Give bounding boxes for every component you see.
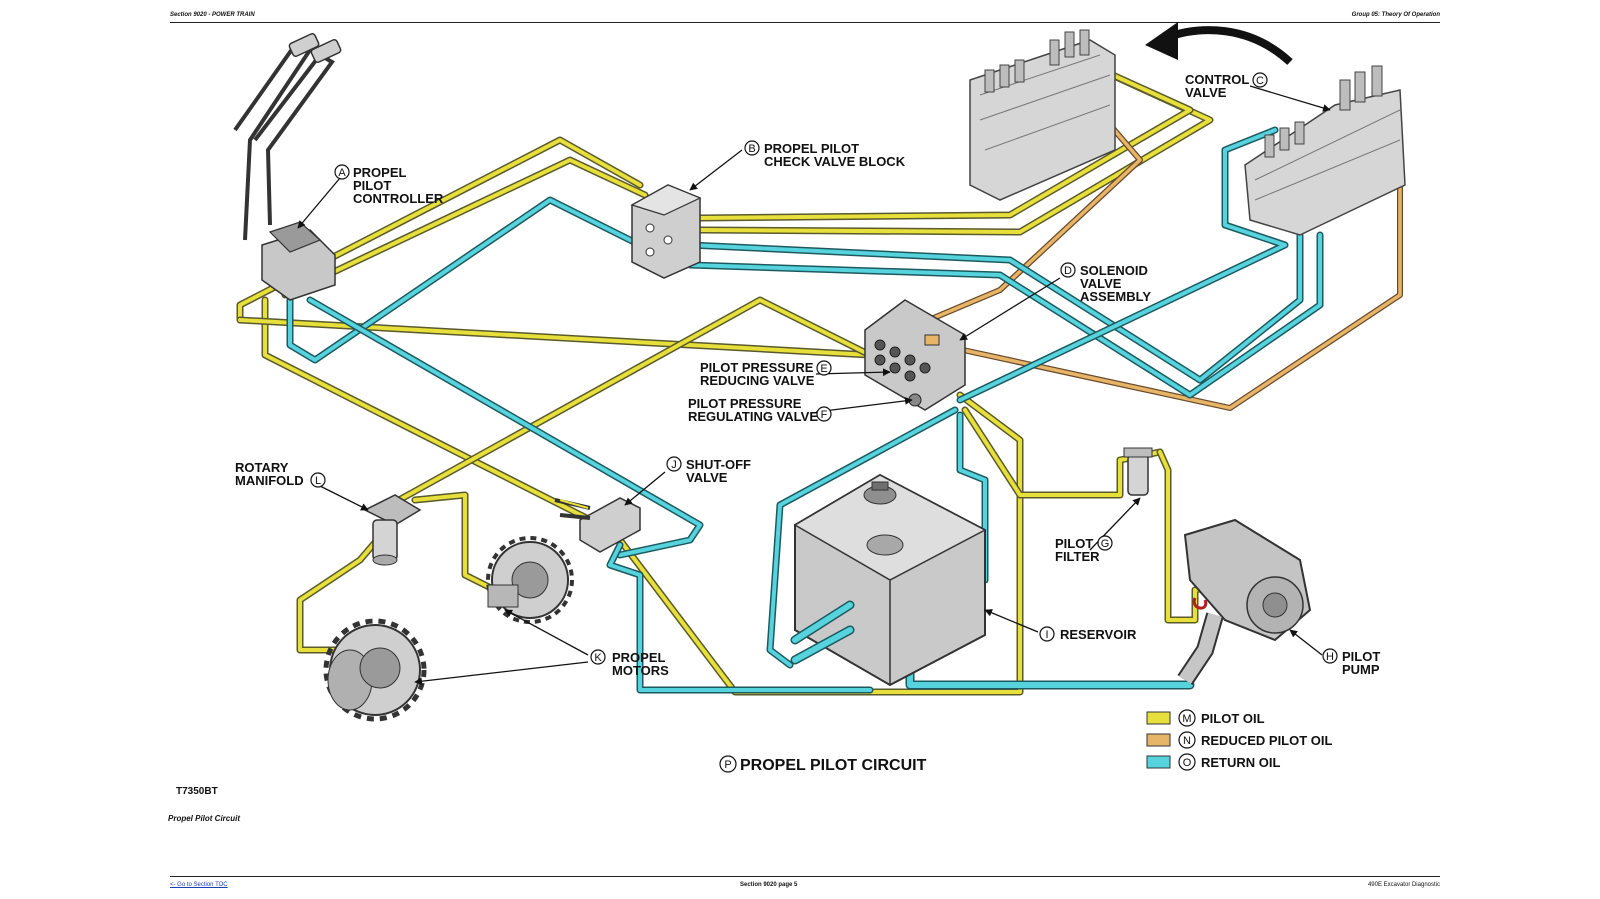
control-valve-rotation-arrow xyxy=(1163,26,1293,65)
svg-text:B: B xyxy=(748,143,755,155)
propel-motor-lower xyxy=(323,618,427,722)
svg-text:P: P xyxy=(724,759,731,771)
pilot-line xyxy=(281,156,649,299)
pilot-line xyxy=(696,54,1194,222)
svg-text:MOTORS: MOTORS xyxy=(612,663,669,678)
figure-id: T7350BT xyxy=(176,786,218,797)
svg-text:M: M xyxy=(1182,713,1191,725)
svg-text:RESERVOIR: RESERVOIR xyxy=(1060,627,1137,642)
footer-manual-title: 490E Excavator Diagnostic xyxy=(1367,882,1440,888)
svg-text:PROPEL PILOT: PROPEL PILOT xyxy=(764,141,859,156)
svg-text:PUMP: PUMP xyxy=(1342,662,1380,677)
label-A: A PROPEL PILOT CONTROLLER xyxy=(334,164,444,206)
legend-item-reduced-pilot-oil: N REDUCED PILOT OIL xyxy=(1146,731,1333,749)
svg-text:PILOT: PILOT xyxy=(1342,649,1380,664)
svg-text:REGULATING VALVE: REGULATING VALVE xyxy=(688,409,818,424)
pilot-pump xyxy=(1177,518,1312,685)
svg-text:I: I xyxy=(1045,629,1048,641)
propel-pilot-controller xyxy=(233,32,342,301)
svg-text:CONTROLLER: CONTROLLER xyxy=(353,191,444,206)
label-K: K PROPEL MOTORS xyxy=(590,649,669,678)
reservoir xyxy=(790,473,987,687)
legend: M PILOT OIL N REDUCED PILOT OIL O RETURN… xyxy=(1146,709,1333,771)
header-section-title: Section 9020 - POWER TRAIN xyxy=(170,12,255,18)
svg-text:H: H xyxy=(1326,651,1334,663)
rotary-manifold xyxy=(363,494,422,566)
solenoid-valve-assembly xyxy=(864,299,966,411)
label-E: PILOT PRESSURE REDUCING VALVE E xyxy=(700,360,832,388)
footer-rule xyxy=(170,876,1440,877)
label-L: ROTARY MANIFOLD L xyxy=(235,460,326,488)
svg-text:PILOT: PILOT xyxy=(1055,536,1093,551)
svg-text:FILTER: FILTER xyxy=(1055,549,1100,564)
svg-text:E: E xyxy=(820,363,827,375)
control-valve-upper xyxy=(969,29,1116,201)
svg-text:REDUCING VALVE: REDUCING VALVE xyxy=(700,373,815,388)
svg-text:VALVE: VALVE xyxy=(1080,276,1122,291)
svg-text:PROPEL: PROPEL xyxy=(353,165,407,180)
reduced-pilot-oil-lines xyxy=(902,122,1403,411)
svg-text:REDUCED PILOT OIL: REDUCED PILOT OIL xyxy=(1201,733,1333,748)
svg-text:PILOT: PILOT xyxy=(353,178,391,193)
diagram-title: P PROPEL PILOT CIRCUIT xyxy=(719,755,927,774)
svg-text:PILOT PRESSURE: PILOT PRESSURE xyxy=(700,360,814,375)
svg-text:RETURN OIL: RETURN OIL xyxy=(1201,755,1281,770)
control-valve-arrowhead xyxy=(1145,22,1178,60)
svg-text:CHECK VALVE BLOCK: CHECK VALVE BLOCK xyxy=(764,154,906,169)
label-D: D SOLENOID VALVE ASSEMBLY xyxy=(1060,262,1151,304)
label-I: I RESERVOIR xyxy=(1039,626,1137,642)
svg-text:PILOT OIL: PILOT OIL xyxy=(1201,711,1265,726)
shut-off-valve xyxy=(554,497,641,553)
svg-text:SOLENOID: SOLENOID xyxy=(1080,263,1148,278)
pilot-line xyxy=(411,491,499,594)
legend-item-return-oil: O RETURN OIL xyxy=(1146,753,1281,771)
propel-motor-upper xyxy=(486,536,574,624)
svg-text:MANIFOLD: MANIFOLD xyxy=(235,473,304,488)
callout-leaders xyxy=(297,85,1331,686)
footer-page-number: Section 9020 page 5 xyxy=(740,882,798,888)
svg-text:PROPEL PILOT CIRCUIT: PROPEL PILOT CIRCUIT xyxy=(740,757,927,774)
svg-text:G: G xyxy=(1101,538,1110,550)
svg-text:L: L xyxy=(315,475,321,487)
header-rule xyxy=(170,22,1440,23)
svg-text:F: F xyxy=(821,409,828,421)
svg-text:VALVE: VALVE xyxy=(1185,85,1227,100)
label-G: PILOT FILTER G xyxy=(1055,535,1113,564)
svg-text:N: N xyxy=(1183,735,1191,747)
return-line xyxy=(306,296,704,559)
svg-text:A: A xyxy=(338,167,346,179)
svg-text:C: C xyxy=(1256,75,1264,87)
svg-text:SHUT-OFF: SHUT-OFF xyxy=(686,457,751,472)
figure-caption: Propel Pilot Circuit xyxy=(168,814,241,823)
propel-pilot-check-valve-block xyxy=(630,184,702,279)
svg-text:D: D xyxy=(1064,265,1072,277)
svg-text:PROPEL: PROPEL xyxy=(612,650,666,665)
label-C: CONTROL VALVE C xyxy=(1185,72,1268,100)
header-group-title: Group 05: Theory Of Operation xyxy=(1351,12,1440,18)
label-B: B PROPEL PILOT CHECK VALVE BLOCK xyxy=(744,140,906,169)
svg-text:ROTARY: ROTARY xyxy=(235,460,289,475)
svg-text:K: K xyxy=(594,652,602,664)
legend-item-pilot-oil: M PILOT OIL xyxy=(1146,709,1265,727)
label-J: J SHUT-OFF VALVE xyxy=(666,456,751,485)
svg-text:CONTROL: CONTROL xyxy=(1185,72,1249,87)
control-valve-lower xyxy=(1244,65,1406,236)
pilot-filter xyxy=(1123,447,1153,496)
label-H: H PILOT PUMP xyxy=(1322,648,1380,677)
svg-text:VALVE: VALVE xyxy=(686,470,728,485)
svg-text:ASSEMBLY: ASSEMBLY xyxy=(1080,289,1151,304)
label-F: PILOT PRESSURE REGULATING VALVE F xyxy=(688,396,832,424)
svg-text:O: O xyxy=(1183,757,1192,769)
svg-text:PILOT PRESSURE: PILOT PRESSURE xyxy=(688,396,802,411)
svg-text:J: J xyxy=(671,459,677,471)
section-toc-link[interactable]: <- Go to Section TOC xyxy=(170,882,228,888)
